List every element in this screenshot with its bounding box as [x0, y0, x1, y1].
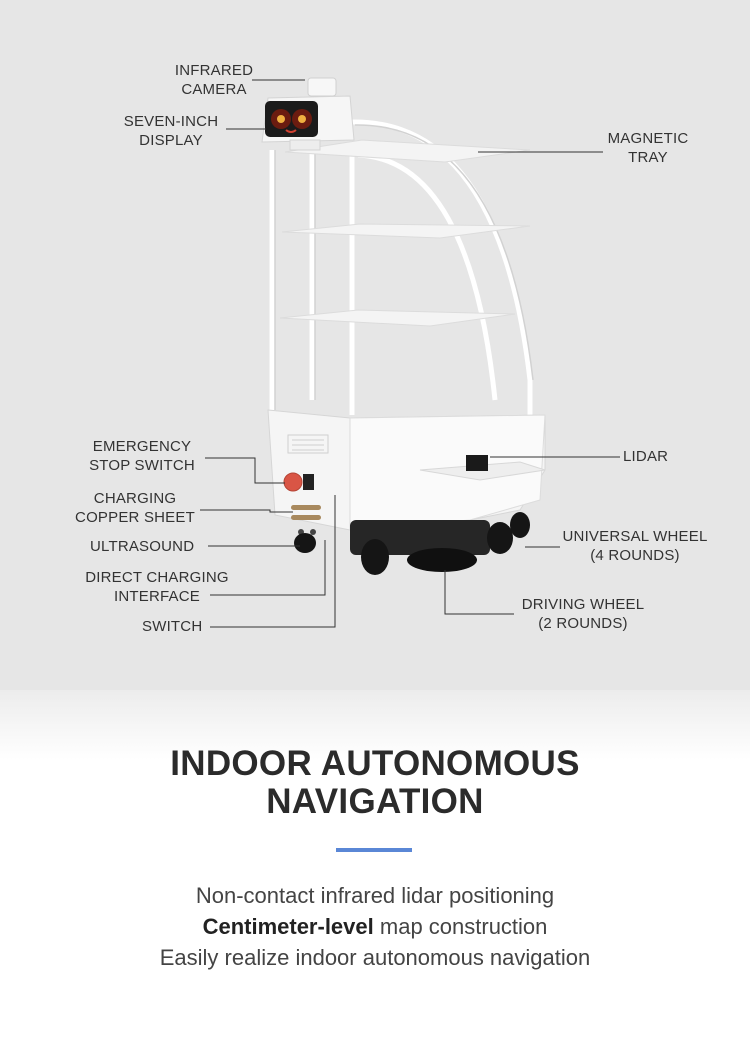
description: Non-contact infrared lidar positioning C…	[0, 880, 750, 973]
robot-base	[267, 409, 546, 535]
leader-lines	[200, 79, 620, 628]
section-divider-gradient	[0, 690, 750, 760]
label-seven-inch-display: SEVEN-INCH DISPLAY	[123, 113, 219, 149]
headline-line-1: INDOOR AUTONOMOUS	[170, 744, 580, 783]
headline-line-2: NAVIGATION	[266, 782, 484, 821]
description-line-2: Centimeter-level map construction	[0, 911, 750, 942]
label-magnetic-tray: MAGNETIC TRAY	[607, 130, 689, 166]
label-emergency-stop-switch: EMERGENCY STOP SWITCH	[89, 438, 195, 474]
label-lidar: LIDAR	[623, 448, 669, 465]
label-universal-wheel: UNIVERSAL WHEEL (4 ROUNDS)	[562, 528, 708, 564]
description-line-3: Easily realize indoor autonomous navigat…	[159, 945, 591, 970]
label-driving-wheel: DRIVING WHEEL (2 ROUNDS)	[521, 596, 645, 632]
robot-frame	[269, 119, 533, 420]
label-infrared-camera: INFRARED CAMERA	[174, 62, 254, 98]
label-switch: SWITCH	[142, 618, 203, 635]
description-line-2-bold: Centimeter-level	[202, 914, 374, 939]
label-direct-charging-interface: DIRECT CHARGING INTERFACE	[85, 569, 229, 605]
robot-illustration	[200, 77, 620, 628]
product-diagram: INFRARED CAMERA SEVEN-INCH DISPLAY MAGNE…	[0, 0, 750, 690]
robot-frame-shadow	[274, 124, 534, 410]
accent-bar	[336, 848, 412, 852]
label-ultrasound: ULTRASOUND	[90, 538, 195, 555]
label-charging-copper-sheet: CHARGING COPPER SHEET	[75, 490, 195, 526]
description-line-1: Non-contact infrared lidar positioning	[195, 883, 555, 908]
trays	[279, 139, 531, 327]
display-head	[261, 77, 355, 151]
headline: INDOOR AUTONOMOUS NAVIGATION	[0, 745, 750, 821]
wheels	[294, 512, 530, 575]
description-line-2-rest: map construction	[373, 914, 548, 939]
